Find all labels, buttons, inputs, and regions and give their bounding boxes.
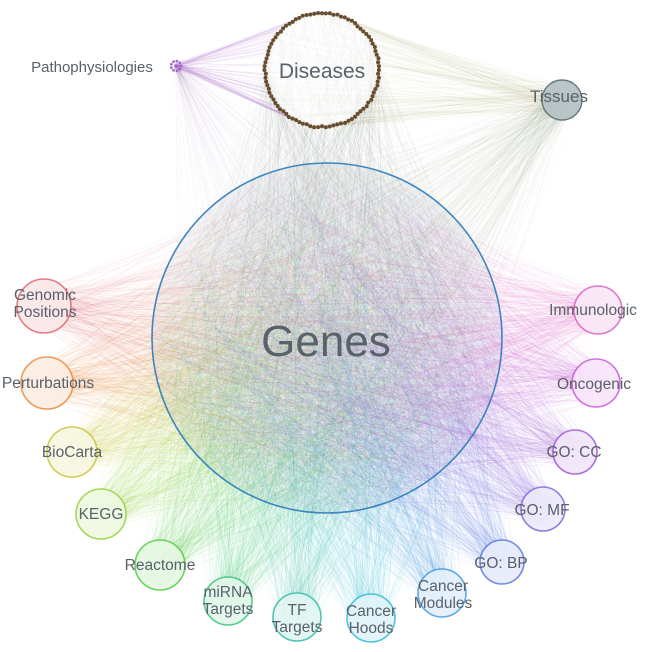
edge-bundle-go-cc-genes — [160, 169, 594, 501]
node-reactome[interactable] — [134, 539, 186, 591]
node-oncogenic[interactable] — [571, 358, 621, 408]
label-diseases: Diseases — [279, 60, 365, 83]
label-go-bp: GO: BP — [474, 555, 527, 572]
node-go-mf[interactable] — [520, 486, 566, 532]
label-go-mf: GO: MF — [514, 502, 569, 519]
label-kegg: KEGG — [79, 506, 124, 523]
label-biocarta: BioCarta — [42, 444, 103, 461]
edge-bundle-reactome-genes — [138, 171, 491, 586]
genes-area-fill — [152, 163, 502, 513]
edge-bundle-cancer-modules-genes — [157, 170, 481, 612]
edge-bundle-go-mf-genes — [157, 170, 561, 528]
node-go-cc[interactable] — [552, 429, 598, 475]
label-reactome: Reactome — [125, 557, 196, 574]
node-pathophysiologies[interactable] — [169, 59, 183, 73]
node-cancer-hoods[interactable] — [346, 593, 396, 643]
label-cancer-hoods: Cancer — [346, 603, 396, 620]
label-perturbations: Perturbations — [2, 375, 94, 392]
label-genomic-positions: Genomic — [14, 287, 76, 304]
label-cancer-modules: Modules — [414, 595, 473, 612]
edge-bundle-mirna-targets-genes — [165, 176, 491, 621]
label-cancer-hoods: Hoods — [349, 620, 394, 637]
label-mirna-targets: miRNA — [203, 584, 253, 601]
edge-bundle-tf-targets-genes — [158, 172, 486, 636]
label-go-cc: GO: CC — [546, 444, 601, 461]
label-tf-targets: Targets — [272, 619, 323, 636]
label-tf-targets: TF — [288, 602, 307, 619]
edge-bundle-genomic-positions-genes — [22, 174, 487, 495]
edge-bundle-cancer-hoods-genes — [163, 175, 494, 638]
label-immunologic: Immunologic — [549, 302, 637, 319]
node-mirna-targets[interactable] — [203, 576, 253, 626]
edge-bundle-oncogenic-genes — [157, 173, 617, 502]
label-cancer-modules: Cancer — [418, 578, 468, 595]
edge-bundle-tissues-genes — [164, 83, 580, 508]
edge-bundle-pathophysiologies-diseases — [173, 16, 305, 125]
node-cancer-modules[interactable] — [417, 568, 467, 618]
edge-bundle-pathophysiologies-genes — [173, 63, 492, 504]
node-tf-targets[interactable] — [272, 592, 322, 642]
node-genes[interactable] — [151, 162, 503, 514]
node-perturbations[interactable] — [20, 356, 74, 410]
label-tissues: Tissues — [530, 87, 588, 106]
label-mirna-targets: Targets — [203, 601, 254, 618]
node-immunologic[interactable] — [573, 285, 623, 335]
node-biocarta[interactable] — [46, 426, 98, 478]
diseases-dot-ring — [262, 11, 381, 130]
label-genomic-positions: Positions — [14, 304, 77, 321]
edge-bundle-immunologic-genes — [165, 177, 618, 499]
label-oncogenic: Oncogenic — [557, 376, 631, 393]
node-kegg[interactable] — [75, 488, 127, 540]
node-go-bp[interactable] — [479, 539, 525, 585]
edge-bundle-go-bp-genes — [166, 171, 520, 581]
edge-bundle-kegg-genes — [80, 171, 491, 535]
label-genes: Genes — [261, 317, 391, 366]
node-genomic-positions[interactable] — [16, 278, 72, 334]
edge-bundle-biocarta-genes — [51, 185, 487, 503]
node-tissues[interactable] — [541, 79, 583, 121]
node-diseases[interactable] — [262, 11, 381, 130]
edge-bundle-perturbations-genes — [25, 171, 493, 501]
label-pathophysiologies: Pathophysiologies — [31, 59, 153, 76]
